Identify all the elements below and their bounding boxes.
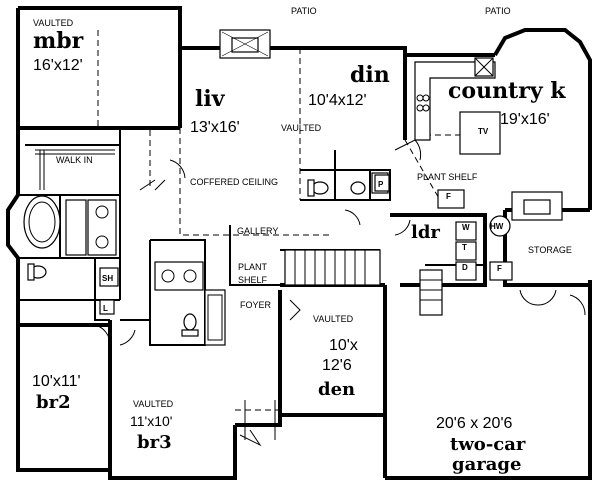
br3-name: br3	[137, 432, 172, 453]
island-tv-label: TV	[478, 127, 489, 136]
mbr-vaulted-label: VAULTED	[33, 18, 74, 28]
ldr-name: ldr	[411, 222, 440, 243]
stairs	[284, 249, 443, 316]
din-name: din	[350, 62, 390, 88]
br2-dimensions: 10'x11'	[32, 373, 81, 390]
laundry-fixtures	[437, 189, 513, 281]
coffered-ceiling-label: COFFERED CEILING	[190, 177, 278, 187]
mbr-name: mbr	[33, 28, 84, 54]
ldr-f2-label: F	[497, 264, 502, 273]
plant-shelf-mid-label-1: PLANT	[238, 262, 268, 272]
den-dimensions-2: 12'6	[322, 357, 352, 374]
walk-in-label: WALK IN	[56, 155, 93, 165]
ldr-d-label: D	[462, 263, 468, 272]
garage-dimensions: 20'6 x 20'6	[436, 415, 512, 432]
storage-label: STORAGE	[528, 245, 572, 255]
p-label: P	[378, 180, 384, 189]
den-vaulted-label: VAULTED	[313, 314, 354, 324]
ldr-f1-label: F	[446, 192, 451, 201]
hall-bath-fixtures	[154, 261, 226, 346]
closet-rods	[35, 149, 115, 190]
doors	[94, 139, 586, 346]
master-bath-fixtures	[23, 195, 117, 281]
kitchen-counters	[414, 57, 496, 141]
country-k-dimensions: 19'x16'	[500, 111, 550, 128]
fireplace-living	[219, 29, 271, 59]
liv-dimensions: 13'x16'	[190, 119, 240, 136]
foyer-label: FOYER	[240, 300, 272, 310]
den-dimensions-1: 10'x	[329, 337, 358, 354]
plant-shelf-top-label: PLANT SHELF	[417, 172, 478, 182]
fireplace-kitchen	[511, 191, 563, 221]
plant-shelf-mid-label-2: SHELF	[238, 275, 268, 285]
ldr-hw-label: HW	[490, 222, 504, 231]
liv-name: liv	[195, 86, 226, 112]
garage-name-1: two-car	[450, 434, 526, 455]
patio-right-label: PATIO	[485, 6, 511, 16]
din-vaulted-label: VAULTED	[281, 123, 322, 133]
br3-dimensions: 11'x10'	[130, 413, 172, 429]
ldr-w-label: W	[462, 223, 470, 232]
gallery-label: GALLERY	[237, 226, 278, 236]
small-boxes	[99, 174, 390, 315]
country-k-name: country k	[448, 78, 566, 104]
sh-label: SH	[102, 274, 113, 283]
den-name: den	[318, 379, 355, 400]
ldr-t-label: T	[462, 243, 467, 252]
l-label: L	[103, 304, 108, 313]
din-dimensions: 10'4x12'	[308, 92, 367, 109]
br2-name: br2	[36, 392, 71, 413]
garage-name-2: garage	[452, 454, 521, 475]
patio-left-label: PATIO	[291, 6, 317, 16]
mbr-dimensions: 16'x12'	[33, 57, 83, 74]
br3-vaulted-label: VAULTED	[133, 399, 174, 409]
kitchen-island	[459, 111, 501, 155]
entry-walk	[235, 400, 280, 447]
